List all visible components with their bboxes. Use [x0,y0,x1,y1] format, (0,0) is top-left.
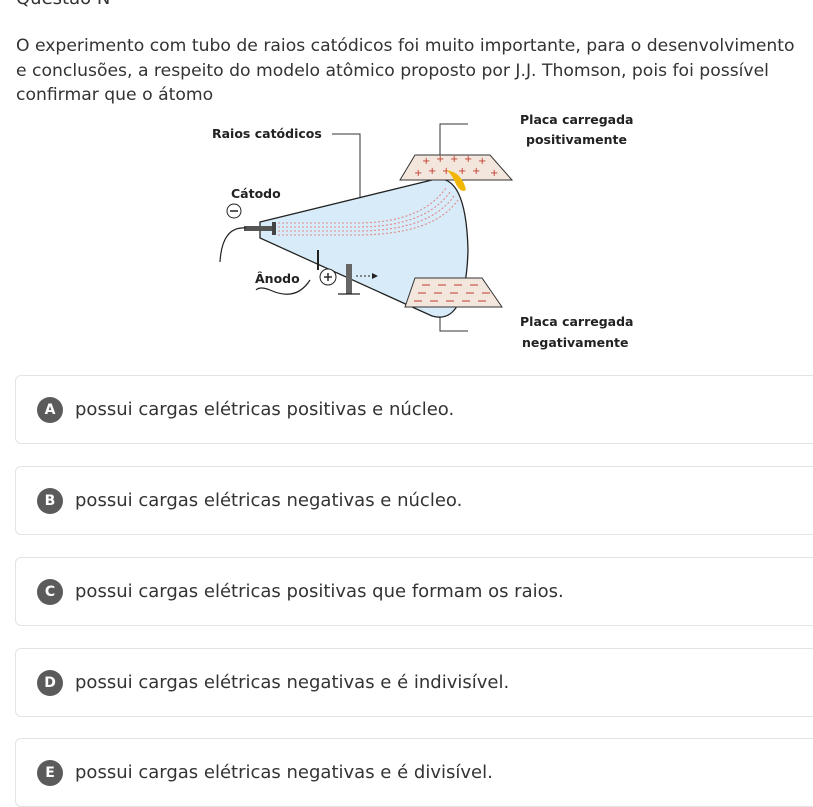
svg-text:+: + [428,166,436,177]
svg-text:+: + [490,168,498,179]
question-text: O experimento com tubo de raios catódico… [16,36,795,105]
label-placa-pos-1: Placa carregada [520,112,634,127]
cathode-ray-beam [278,187,459,236]
option-letter-badge: C [37,578,63,605]
option-c[interactable]: C possui cargas elétricas positivas que … [15,557,813,626]
option-d[interactable]: D possui cargas elétricas negativas e é … [15,648,813,717]
label-placa-neg-1: Placa carregada [520,314,634,329]
minus-signs [414,284,490,302]
cathode-electrode [244,226,274,231]
svg-text:+: + [450,154,458,165]
svg-text:+: + [436,154,444,165]
label-anodo: Ânodo [255,271,300,286]
option-text: possui cargas elétricas positivas e núcl… [75,399,455,420]
option-a[interactable]: A possui cargas elétricas positivas e nú… [15,375,813,444]
svg-text:+: + [414,168,422,179]
svg-text:+: + [478,156,486,167]
option-b[interactable]: B possui cargas elétricas negativas e nú… [15,466,813,535]
option-letter-badge: D [37,669,63,696]
cathode-ray-tube-figure: +++++ ++++++ [200,110,650,355]
label-placa-pos-2: positivamente [526,132,627,147]
positive-plate [399,154,514,181]
option-text: possui cargas elétricas negativas e é di… [75,762,493,783]
label-catodo: Cátodo [231,186,281,201]
svg-text:+: + [422,156,430,167]
svg-text:+: + [442,166,450,177]
option-text: possui cargas elétricas positivas que fo… [75,581,564,602]
svg-text:+: + [472,166,480,177]
beam-impact [446,170,466,191]
label-placa-neg-2: negativamente [522,335,628,350]
option-text: possui cargas elétricas negativas e é in… [75,672,510,693]
option-letter-badge: A [37,396,63,423]
svg-text:+: + [464,154,472,165]
option-letter-badge: B [37,487,63,514]
plus-signs: +++++ ++++++ [414,154,498,179]
option-letter-badge: E [37,759,63,786]
option-text: possui cargas elétricas negativas e núcl… [75,490,463,511]
question-header: Questão N [16,0,110,9]
label-raios-catodicos: Raios catódicos [212,126,322,141]
svg-text:+: + [458,166,466,177]
anode-electrode [346,264,352,294]
option-e[interactable]: E possui cargas elétricas negativas e é … [15,738,813,807]
